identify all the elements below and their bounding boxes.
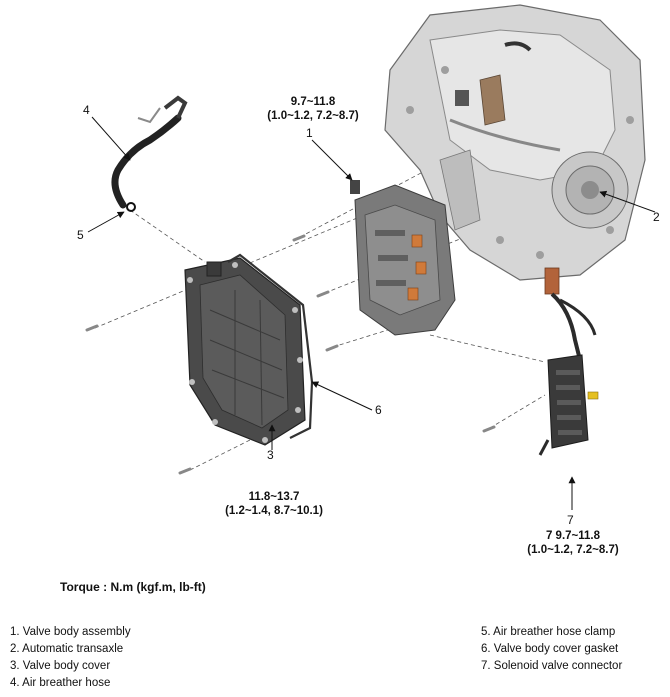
- torque-spec-valve-body-cover-nm: 11.8~13.7: [248, 491, 300, 503]
- torque-spec-valve-body-cover: 11.8~13.7 (1.2~1.4, 8.7~10.1): [204, 490, 344, 518]
- torque-spec-solenoid-connector-alt: (1.0~1.2, 7.2~8.7): [527, 544, 619, 556]
- torque-spec-solenoid-connector: 7 9.7~11.8 (1.0~1.2, 7.2~8.7): [508, 529, 638, 557]
- callout-7: 7: [567, 513, 574, 527]
- air-breather-hose: [111, 95, 188, 209]
- parts-legend-left: 1. Valve body assembly 2. Automatic tran…: [10, 624, 131, 692]
- torque-unit-label: Torque : N.m (kgf.m, lb-ft): [60, 580, 206, 594]
- legend-item: 2. Automatic transaxle: [10, 643, 124, 655]
- callout-2: 2: [653, 210, 660, 224]
- callout-1: 1: [306, 126, 313, 140]
- torque-spec-valve-body-nm: 9.7~11.8: [290, 96, 336, 108]
- legend-item: 6. Valve body cover gasket: [481, 643, 619, 655]
- callout-5: 5: [77, 228, 84, 242]
- legend-item: 7. Solenoid valve connector: [481, 660, 623, 672]
- legend-item: 4. Air breather hose: [10, 677, 111, 689]
- torque-spec-valve-body: 9.7~11.8 (1.0~1.2, 7.2~8.7): [248, 95, 378, 123]
- torque-spec-valve-body-cover-alt: (1.2~1.4, 8.7~10.1): [225, 505, 323, 517]
- automatic-transaxle: [384, 4, 646, 281]
- mounting-bolts: [85, 234, 496, 475]
- legend-item: 1. Valve body assembly: [10, 626, 131, 638]
- air-breather-hose-clamp: [126, 202, 136, 212]
- torque-spec-valve-body-alt: (1.0~1.2, 7.2~8.7): [267, 110, 359, 122]
- solenoid-valve-connector: [538, 267, 599, 456]
- torque-spec-solenoid-connector-nm: 7 9.7~11.8: [545, 530, 601, 542]
- callout-4: 4: [83, 103, 90, 117]
- valve-body-assembly: [350, 180, 456, 336]
- parts-legend-right: 5. Air breather hose clamp 6. Valve body…: [481, 624, 622, 675]
- legend-item: 5. Air breather hose clamp: [481, 626, 616, 638]
- leader-lines: [87, 116, 656, 510]
- valve-body-cover: [184, 257, 306, 446]
- valve-body-cover-gasket: [227, 253, 314, 439]
- callout-3: 3: [267, 448, 274, 462]
- callout-6: 6: [375, 403, 382, 417]
- legend-item: 3. Valve body cover: [10, 660, 111, 672]
